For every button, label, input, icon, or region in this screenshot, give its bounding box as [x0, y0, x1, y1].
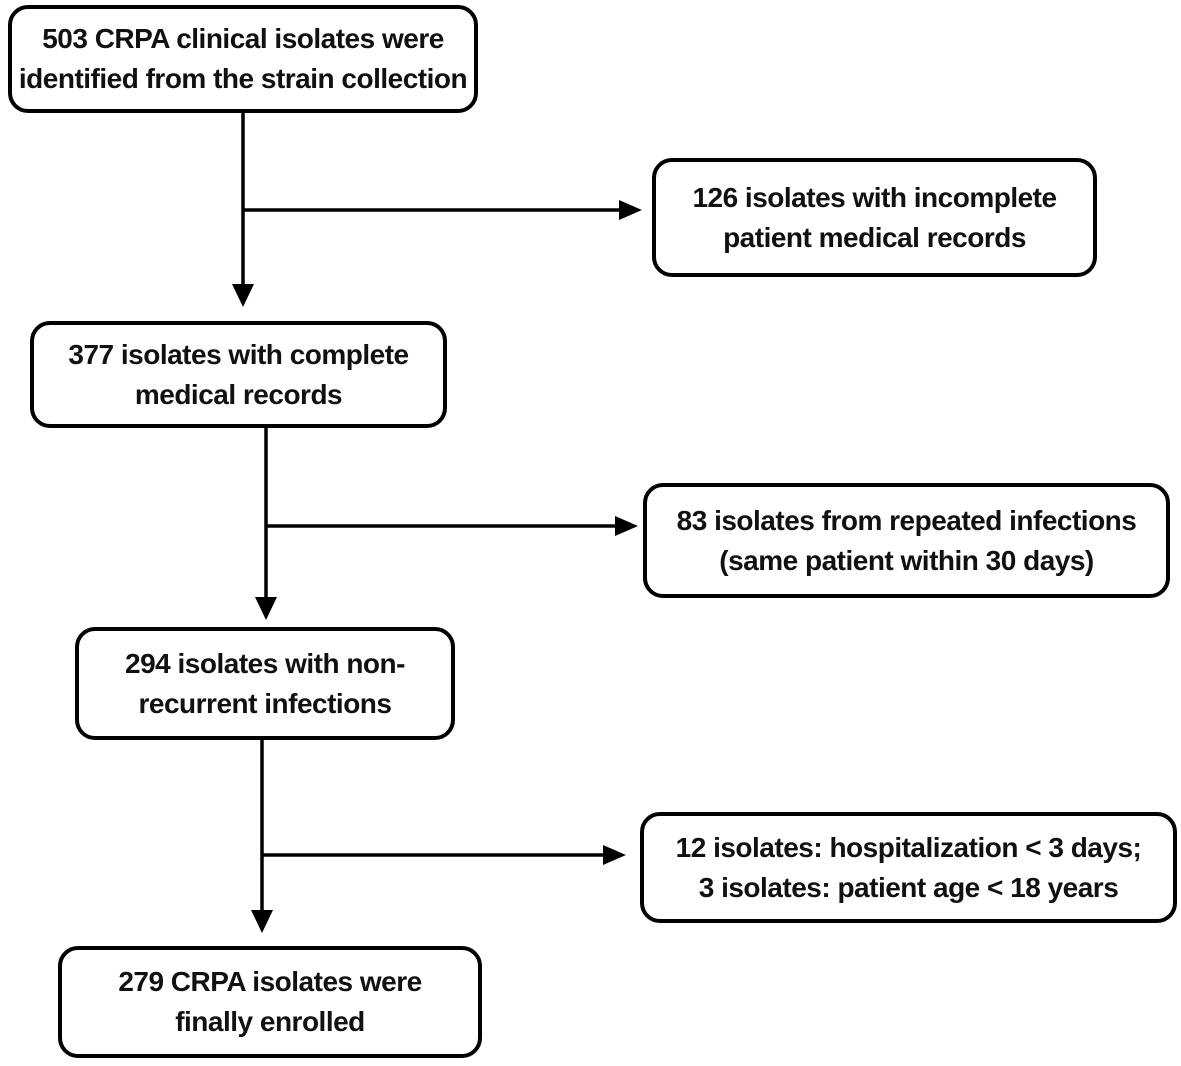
- box-enrolled: 279 CRPA isolates were finally enrolled: [58, 946, 482, 1058]
- box-excluded-incomplete-records-line1: 126 isolates with incomplete: [692, 181, 1057, 213]
- box-excluded-repeated-infections-line2: (same patient within 30 days): [719, 544, 1094, 576]
- box-non-recurrent-line1: 294 isolates with non-: [125, 647, 405, 679]
- arrowhead-branch-repeated-infections: [615, 516, 638, 536]
- box-excluded-shortstay-underage-line2: 3 isolates: patient age < 18 years: [698, 871, 1119, 903]
- box-enrolled-line1: 279 CRPA isolates were: [118, 966, 422, 997]
- box-identified-line1: 503 CRPA clinical isolates were: [42, 23, 444, 54]
- box-excluded-incomplete-records: 126 isolates with incomplete patient med…: [652, 158, 1097, 277]
- box-excluded-shortstay-underage: 12 isolates: hospitalization < 3 days; 3…: [640, 812, 1177, 923]
- box-complete-records-line1: 377 isolates with complete: [68, 338, 409, 370]
- box-non-recurrent: 294 isolates with non- recurrent infecti…: [75, 627, 455, 740]
- box-identified: 503 CRPA clinical isolates were identifi…: [8, 5, 478, 113]
- box-excluded-repeated-infections: 83 isolates from repeated infections (sa…: [643, 483, 1170, 598]
- box-enrolled-line2: finally enrolled: [175, 1006, 365, 1037]
- arrowhead-branch-shortstay-underage: [603, 845, 626, 865]
- box-complete-records-line2: medical records: [134, 378, 343, 410]
- box-excluded-incomplete-records-line2: patient medical records: [723, 221, 1026, 253]
- box-non-recurrent-line2: recurrent infections: [138, 687, 392, 719]
- arrowhead-nonrecurrent-to-enrolled: [251, 910, 273, 933]
- box-complete-records: 377 isolates with complete medical recor…: [30, 321, 447, 428]
- box-excluded-repeated-infections-line1: 83 isolates from repeated infections: [676, 504, 1137, 536]
- arrowhead-complete-to-nonrecurrent: [255, 597, 277, 620]
- arrowhead-branch-incomplete-records: [619, 200, 642, 220]
- box-identified-line2: identified from the strain collection: [18, 63, 468, 94]
- box-excluded-shortstay-underage-line1: 12 isolates: hospitalization < 3 days;: [675, 831, 1142, 863]
- arrowhead-identified-to-complete: [232, 284, 254, 307]
